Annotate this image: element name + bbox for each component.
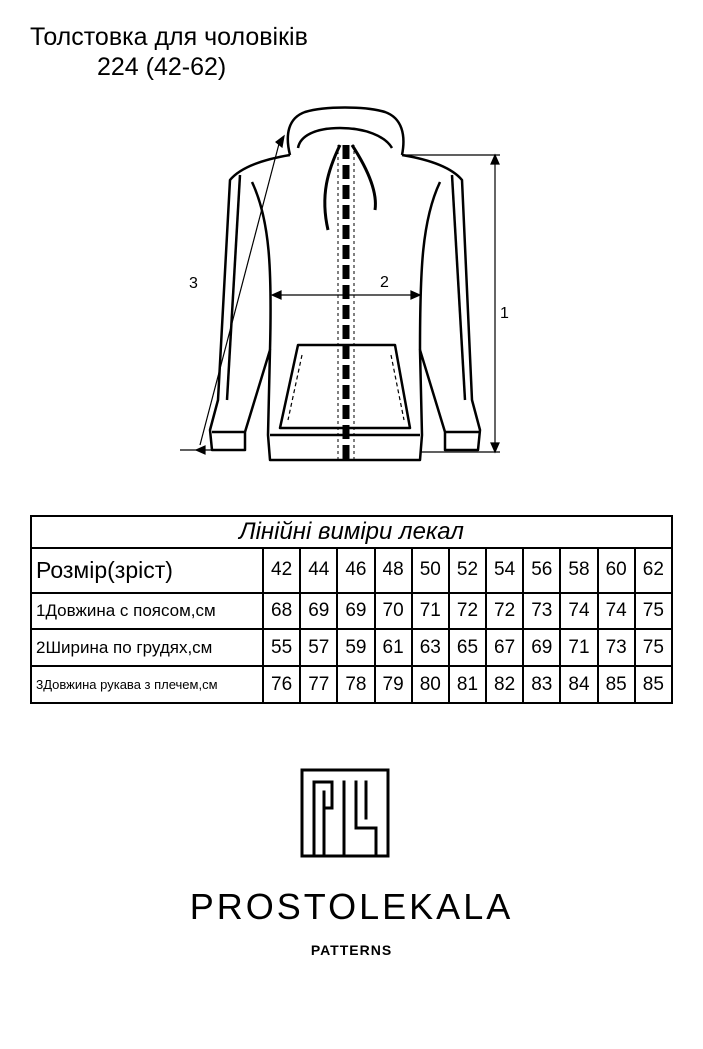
row-label-chest: 2Ширина по грудях,см — [30, 628, 264, 668]
size-cell: 52 — [447, 547, 488, 594]
value-cell: 82 — [485, 665, 525, 704]
size-table: Лінійні виміри лекал Розмір(зріст) 42 44… — [30, 515, 674, 704]
value-cell: 63 — [410, 628, 450, 668]
value-cell: 72 — [447, 591, 488, 631]
value-cell: 70 — [373, 591, 413, 631]
table-caption: Лінійні виміри лекал — [30, 515, 673, 549]
value-cell: 85 — [596, 665, 636, 704]
table-row: 1Довжина с поясом,см 68 69 69 70 71 72 7… — [30, 591, 674, 631]
value-cell: 84 — [559, 665, 599, 704]
size-cell: 48 — [373, 547, 413, 594]
value-cell: 61 — [373, 628, 413, 668]
brand-name: PROSTOLEKALA — [189, 886, 514, 927]
size-cell: 50 — [410, 547, 450, 594]
size-cell: 58 — [559, 547, 599, 594]
dimension-label-sleeve: 3 — [189, 275, 198, 292]
value-cell: 76 — [261, 665, 302, 704]
value-cell: 73 — [596, 628, 636, 668]
dimension-label-length: 1 — [500, 305, 509, 322]
size-cell: 62 — [633, 547, 674, 594]
value-cell: 83 — [522, 665, 562, 704]
row-label-length: 1Довжина с поясом,см — [30, 591, 264, 631]
value-cell: 71 — [410, 591, 450, 631]
value-cell: 77 — [299, 665, 339, 704]
table-row: 3Довжина рукава з плечем,см 76 77 78 79 … — [30, 665, 674, 704]
value-cell: 74 — [559, 591, 599, 631]
page-title: Толстовка для чоловіків — [30, 23, 308, 51]
size-cell: 54 — [485, 547, 525, 594]
size-cell: 42 — [261, 547, 302, 594]
hoodie-diagram — [180, 106, 500, 462]
value-cell: 78 — [336, 665, 376, 704]
model-number: 224 (42-62) — [97, 53, 227, 81]
value-cell: 71 — [559, 628, 599, 668]
brand-tagline: PATTERNS — [310, 942, 393, 958]
value-cell: 68 — [261, 591, 302, 631]
size-cell: 60 — [596, 547, 636, 594]
value-cell: 55 — [261, 628, 302, 668]
brand-logo-icon — [300, 768, 390, 858]
value-cell: 75 — [633, 628, 674, 668]
row-label-sleeve: 3Довжина рукава з плечем,см — [30, 665, 264, 704]
value-cell: 59 — [336, 628, 376, 668]
value-cell: 80 — [410, 665, 450, 704]
value-cell: 85 — [633, 665, 674, 704]
value-cell: 81 — [447, 665, 488, 704]
value-cell: 67 — [485, 628, 525, 668]
size-cell: 46 — [336, 547, 376, 594]
value-cell: 74 — [596, 591, 636, 631]
size-header-label: Розмір(зріст) — [30, 547, 264, 594]
table-row: 2Ширина по грудях,см 55 57 59 61 63 65 6… — [30, 628, 674, 668]
value-cell: 69 — [299, 591, 339, 631]
size-cell: 56 — [522, 547, 562, 594]
value-cell: 57 — [299, 628, 339, 668]
value-cell: 73 — [522, 591, 562, 631]
dimension-label-chest: 2 — [380, 274, 389, 291]
table-header-row: Розмір(зріст) 42 44 46 48 50 52 54 56 58… — [30, 547, 674, 594]
value-cell: 75 — [633, 591, 674, 631]
value-cell: 65 — [447, 628, 488, 668]
value-cell: 69 — [522, 628, 562, 668]
value-cell: 72 — [485, 591, 525, 631]
value-cell: 79 — [373, 665, 413, 704]
value-cell: 69 — [336, 591, 376, 631]
size-cell: 44 — [299, 547, 339, 594]
